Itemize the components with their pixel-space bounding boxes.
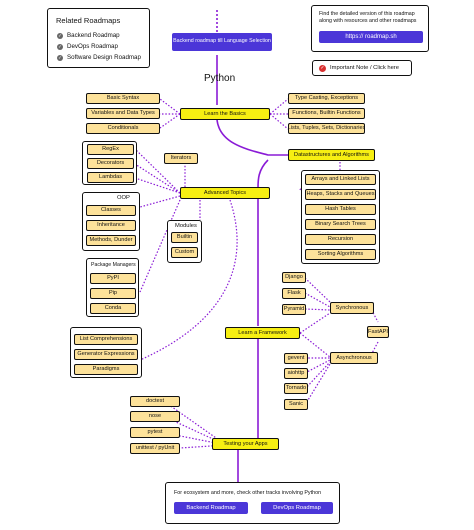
topic-learn-basics[interactable]: Learn the Basics (180, 108, 270, 120)
topic-iterators[interactable]: Iterators (164, 153, 198, 164)
topic-advanced[interactable]: Advanced Topics (180, 187, 270, 199)
page-title: Python (204, 73, 236, 84)
ds-arrays[interactable]: Arrays and Linked Lists (305, 174, 376, 185)
ds-recursion[interactable]: Recursion (305, 234, 376, 245)
datastructures-group (301, 170, 380, 264)
topic-decorators[interactable]: Decorators (87, 158, 134, 169)
info-text-line2: along with resources and other roadmaps (319, 18, 417, 24)
framework-django[interactable]: Django (282, 272, 306, 283)
oop-title: OOP (117, 195, 130, 201)
topic-lists-tuples[interactable]: Lists, Tuples, Sets, Dictionaries (288, 123, 365, 134)
topic-regex[interactable]: RegEx (87, 144, 134, 155)
asynchronous-label[interactable]: Asynchronous (330, 352, 378, 364)
test-pytest[interactable]: pytest (130, 427, 180, 438)
roadmap-link-button[interactable]: https:// roadmap.sh (319, 31, 423, 43)
test-doctest[interactable]: doctest (130, 396, 180, 407)
spine-to-datastructures (216, 119, 288, 156)
topic-basic-syntax[interactable]: Basic Syntax (86, 93, 160, 104)
check-icon: ✓ (57, 54, 63, 61)
framework-fastapi[interactable]: FastAPI (367, 326, 389, 338)
test-nose[interactable]: nose (130, 411, 180, 422)
related-item-backend[interactable]: ✓ Backend Roadmap (57, 32, 120, 39)
topic-functions[interactable]: Functions, Builtin Functions (288, 108, 365, 119)
footer-backend-button[interactable]: Backend Roadmap (174, 502, 248, 514)
framework-flask[interactable]: Flask (282, 288, 306, 299)
info-panel: Find the detailed version of this roadma… (311, 5, 429, 52)
check-icon: ✓ (319, 64, 326, 72)
framework-sanic[interactable]: Sanic (284, 399, 308, 410)
pm-conda[interactable]: Conda (90, 303, 136, 314)
modules-builtin[interactable]: Builtin (171, 232, 198, 243)
framework-aiohttp[interactable]: aiohttp (284, 368, 308, 379)
oop-classes[interactable]: Classes (86, 205, 136, 216)
topic-variables[interactable]: Variables and Data Types (86, 108, 160, 119)
footer-devops-button[interactable]: DevOps Roadmap (261, 502, 333, 514)
related-roadmaps-panel: Related Roadmaps ✓ Backend Roadmap ✓ DevOp… (47, 8, 150, 68)
modules-custom[interactable]: Custom (171, 247, 198, 258)
ds-heaps[interactable]: Heaps, Stacks and Queues (305, 189, 376, 200)
info-text-line1: Find the detailed version of this roadma… (319, 11, 415, 17)
topic-datastructures[interactable]: Datastructures and Algorithms (288, 149, 375, 161)
synchronous-label[interactable]: Synchronous (330, 302, 374, 314)
package-managers-title: Package Managers (91, 262, 136, 268)
backend-roadmap-button[interactable]: Backend roadmap till Language Selection (172, 33, 272, 51)
test-unittest[interactable]: unittest / pyUnit (130, 443, 180, 454)
important-note-button[interactable]: ✓ Important Note / Click here (312, 60, 412, 76)
important-note-label: Important Note / Click here (330, 65, 399, 71)
framework-tornado[interactable]: Tornado (284, 383, 308, 394)
oop-methods[interactable]: Methods, Dunder (86, 235, 136, 246)
topic-conditionals[interactable]: Conditionals (86, 123, 160, 134)
related-item-label: Software Design Roadmap (67, 54, 141, 61)
oop-inheritance[interactable]: Inheritance (86, 220, 136, 231)
spine-to-advanced-curve (257, 159, 269, 189)
topic-framework[interactable]: Learn a Framework (225, 327, 300, 339)
framework-pyramid[interactable]: Pyramid (282, 304, 306, 315)
check-icon: ✓ (57, 43, 63, 50)
ds-bst[interactable]: Binary Search Trees (305, 219, 376, 230)
related-roadmaps-title: Related Roadmaps (56, 16, 121, 25)
pm-pypi[interactable]: PyPI (90, 273, 136, 284)
modules-title: Modules (175, 223, 197, 229)
topic-lambdas[interactable]: Lambdas (87, 172, 134, 183)
topic-type-casting[interactable]: Type Casting, Exceptions (288, 93, 365, 104)
ds-hash-tables[interactable]: Hash Tables (305, 204, 376, 215)
topic-paradigms[interactable]: Paradigms (74, 364, 138, 375)
related-item-software-design[interactable]: ✓ Software Design Roadmap (57, 54, 141, 61)
framework-gevent[interactable]: gevent (284, 353, 308, 364)
ds-sorting[interactable]: Sorting Algorithms (305, 249, 376, 260)
check-icon: ✓ (57, 32, 63, 39)
footer-text: For ecosystem and more, check other trac… (174, 490, 322, 496)
topic-testing[interactable]: Testing your Apps (212, 438, 279, 450)
related-item-label: Backend Roadmap (67, 32, 120, 39)
topic-generator-expressions[interactable]: Generator Expressions (74, 349, 138, 360)
topic-list-comprehensions[interactable]: List Comprehensions (74, 334, 138, 345)
related-item-label: DevOps Roadmap (67, 43, 118, 50)
footer-panel: For ecosystem and more, check other trac… (165, 482, 340, 524)
pm-pip[interactable]: Pip (90, 288, 136, 299)
related-item-devops[interactable]: ✓ DevOps Roadmap (57, 43, 118, 50)
